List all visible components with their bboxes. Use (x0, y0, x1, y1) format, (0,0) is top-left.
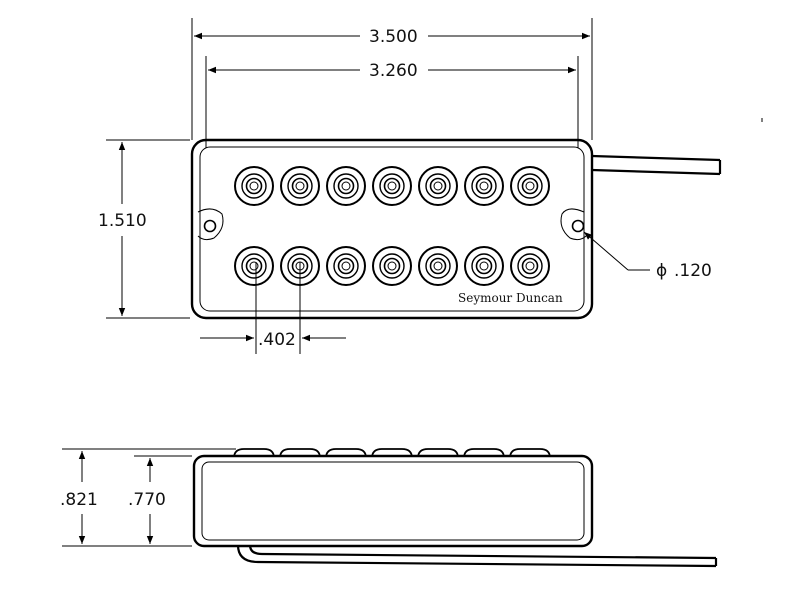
pole-piece-top-1 (234, 166, 274, 206)
pole-piece-top-2 (280, 166, 320, 206)
dimension-side-overall-height: .821 (60, 448, 236, 547)
dimension-label-height-top: 1.510 (98, 211, 147, 231)
lead-wire-top (591, 154, 722, 176)
diameter-symbol: ϕ (656, 261, 667, 281)
pole-piece-top-7 (510, 166, 550, 206)
pole-piece-bottom-1 (234, 246, 274, 286)
pole-pieces-top-row (234, 166, 550, 206)
dimension-label-hole-diameter: .120 (674, 261, 712, 281)
brand-label: Seymour Duncan (458, 291, 563, 305)
pole-piece-top-3 (326, 166, 366, 206)
pole-pieces-bottom-row (234, 246, 550, 286)
pole-piece-bottom-3 (326, 246, 366, 286)
dimension-label-pole-spacing: .402 (258, 330, 296, 350)
dimension-label-overall-width: 3.500 (369, 27, 418, 47)
dimension-label-inner-width: 3.260 (369, 61, 418, 81)
pole-piece-bottom-5 (418, 246, 458, 286)
mounting-hole-right (560, 208, 587, 241)
dimension-hole-diameter: ϕ .120 (583, 231, 712, 281)
lead-wire-side (236, 544, 718, 568)
pole-piece-bottom-6 (464, 246, 504, 286)
dimension-height-top-view: 1.510 (98, 139, 190, 319)
dimension-inner-width: 3.260 (205, 56, 579, 148)
dimension-overall-width: 3.500 (191, 18, 593, 140)
mounting-hole-left (197, 208, 224, 241)
pole-piece-top-5 (418, 166, 458, 206)
dimension-pole-spacing: .402 (200, 262, 346, 354)
pole-piece-top-6 (464, 166, 504, 206)
dimension-side-body-height: .770 (128, 455, 192, 544)
dimension-label-side-overall: .821 (60, 490, 98, 510)
pole-piece-bottom-4 (372, 246, 412, 286)
pickup-body-side-view (192, 454, 594, 548)
pole-piece-bottom-7 (510, 246, 550, 286)
dimension-label-side-body: .770 (128, 490, 166, 510)
pole-piece-top-4 (372, 166, 412, 206)
